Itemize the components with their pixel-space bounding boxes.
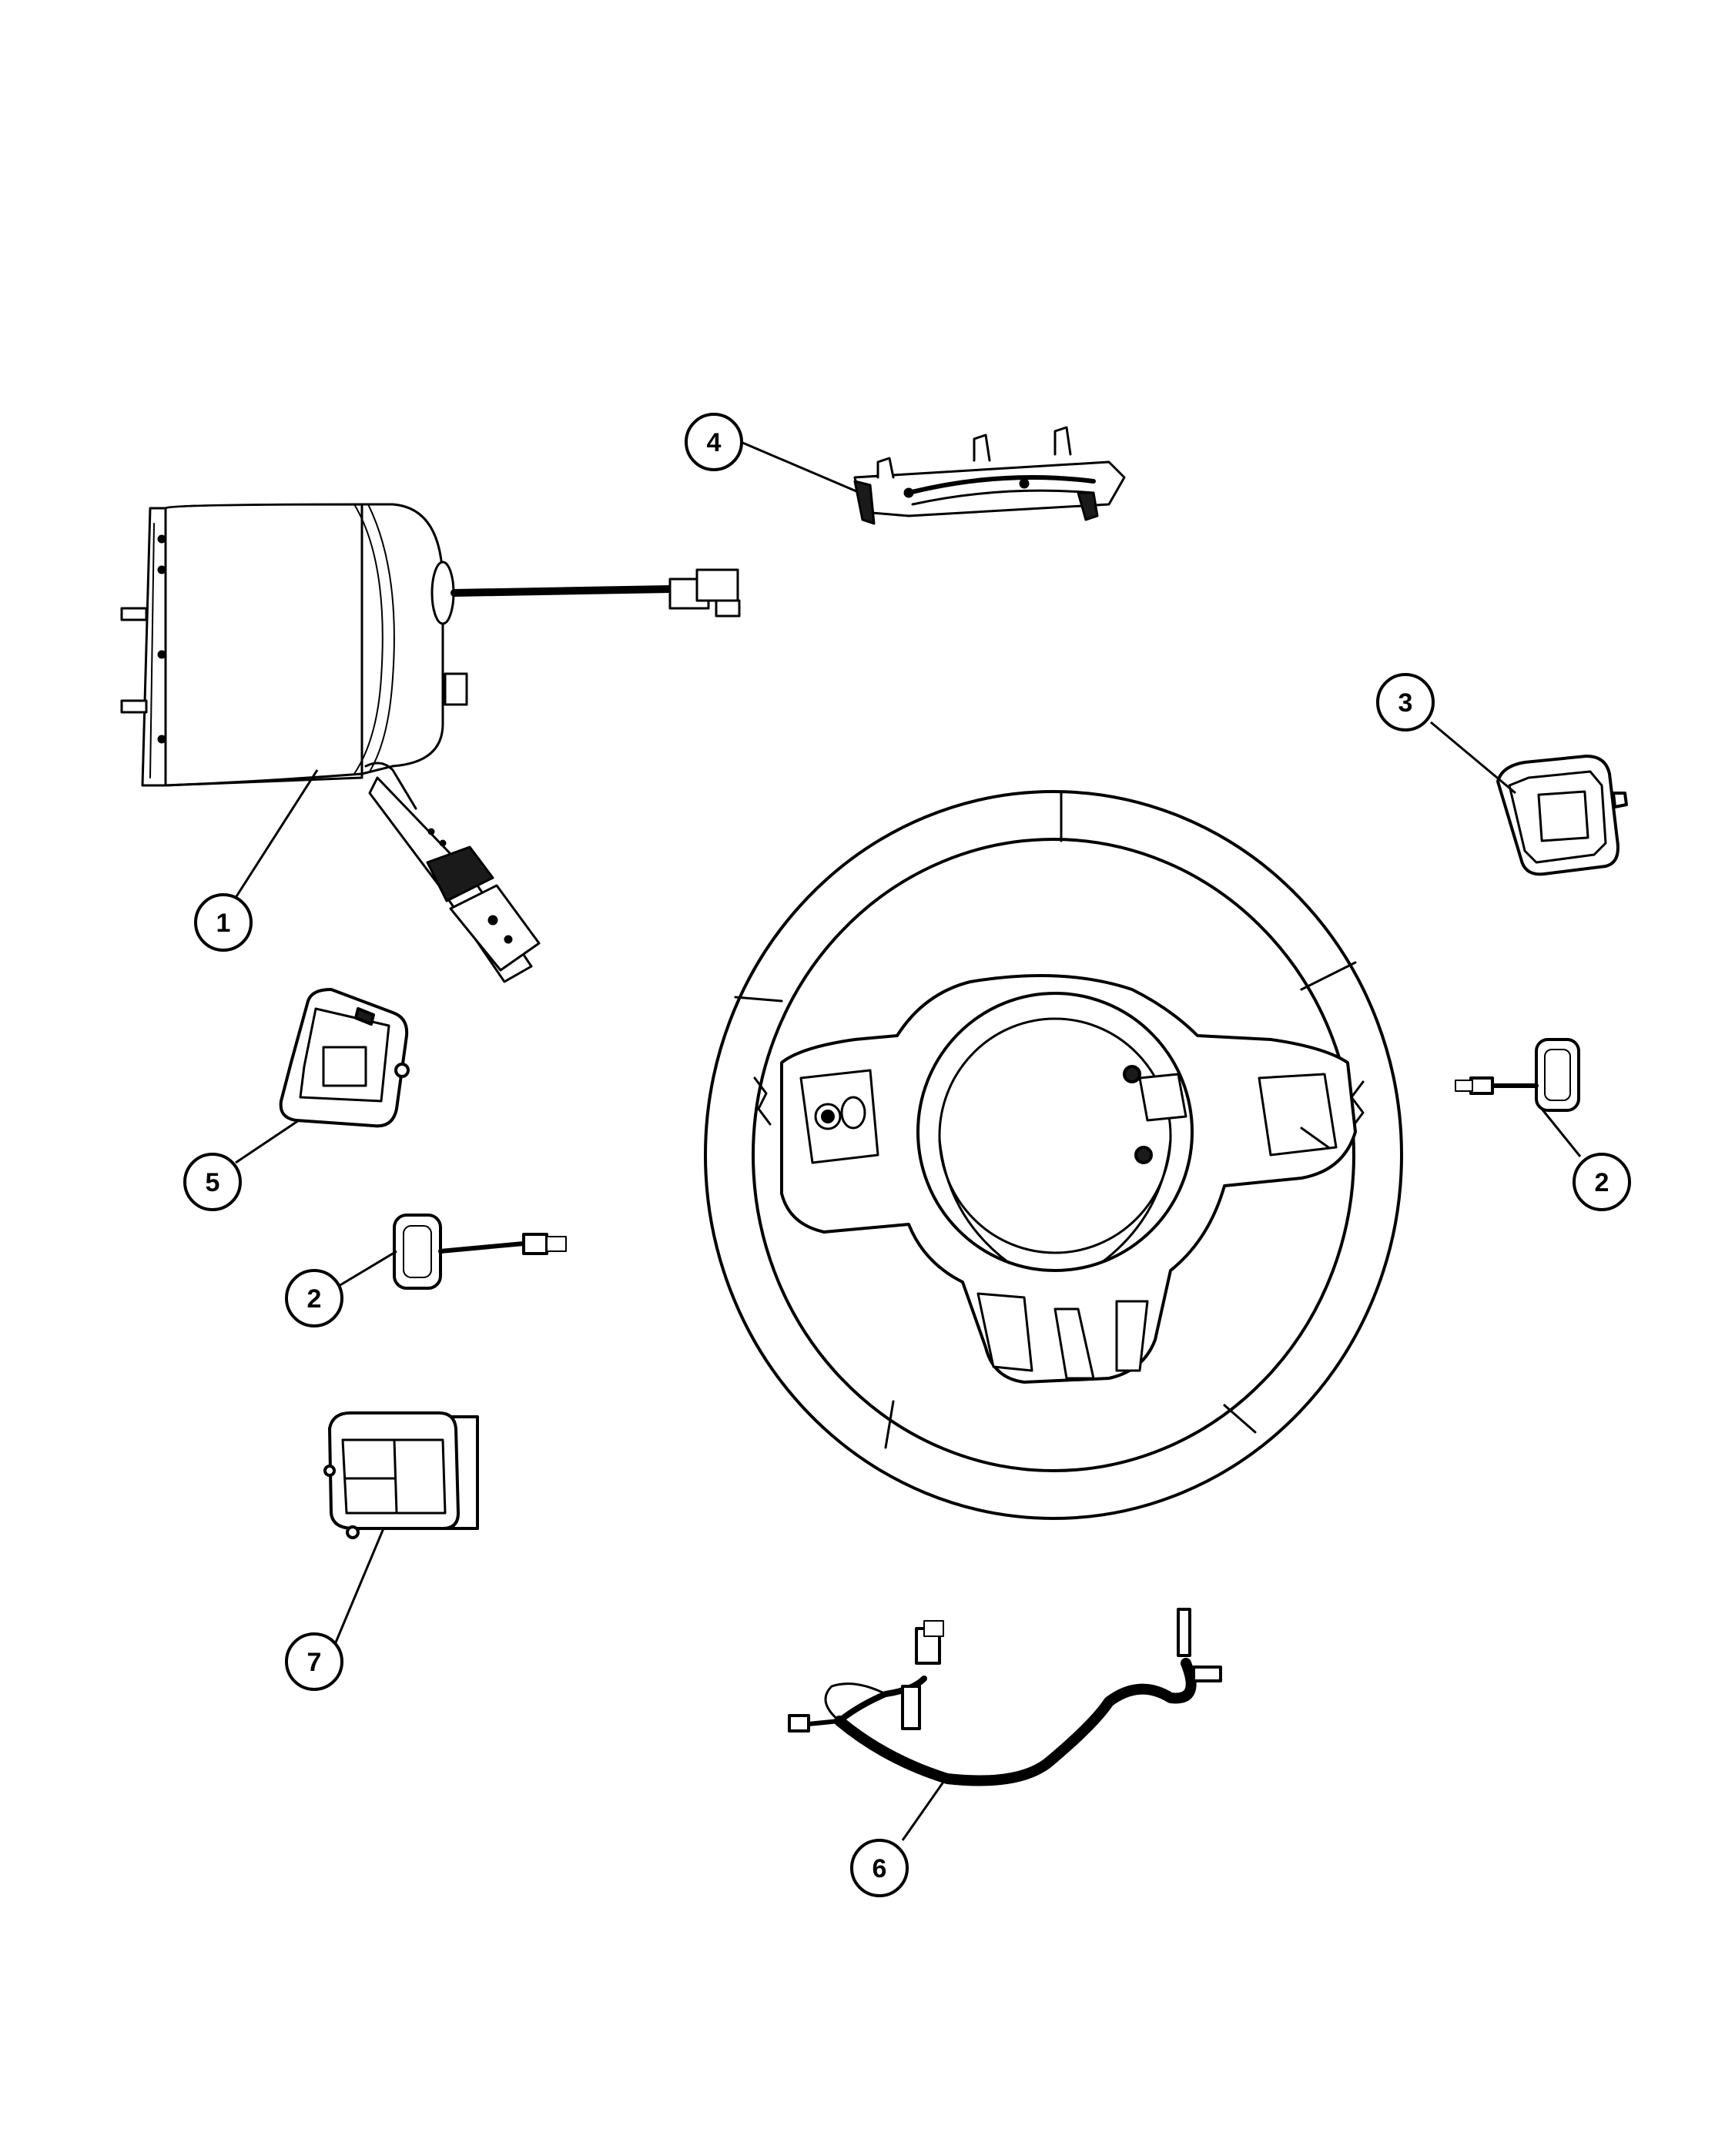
callout-2-right-label: 2: [1595, 1168, 1609, 1197]
callout-3: 3: [1376, 673, 1435, 732]
callout-5-label: 5: [206, 1168, 220, 1197]
callout-5: 5: [183, 1153, 242, 1211]
wiring-harness: [788, 1608, 1222, 1786]
callout-7-label: 7: [307, 1648, 322, 1677]
callout-1: 1: [194, 893, 253, 952]
callout-7: 7: [285, 1632, 343, 1691]
callout-2-left: 2: [285, 1269, 343, 1327]
clockspring-bracket: [853, 426, 1126, 525]
stop-label: STOP: [360, 1463, 387, 1475]
callout-2-right: 2: [1573, 1153, 1631, 1211]
leader-lines: [231, 440, 1582, 1841]
right-control-switch: [1496, 755, 1628, 876]
column-switch-module: [120, 503, 741, 983]
reset-label: RESET: [356, 1494, 389, 1505]
callout-6: 6: [850, 1839, 909, 1897]
callout-6-label: 6: [873, 1854, 887, 1883]
paddle-switch-left: [393, 1214, 567, 1290]
callout-1-label: 1: [216, 909, 231, 938]
left-control-switch: [279, 988, 410, 1128]
steering-wheel: [704, 790, 1403, 1520]
callout-3-label: 3: [1398, 688, 1413, 718]
callout-2-left-label: 2: [307, 1284, 322, 1314]
stop-reset-switch: STOP RESET: [323, 1411, 479, 1539]
callout-4: 4: [685, 413, 743, 471]
callout-4-label: 4: [707, 428, 722, 457]
paddle-switch-right: [1455, 1038, 1580, 1112]
